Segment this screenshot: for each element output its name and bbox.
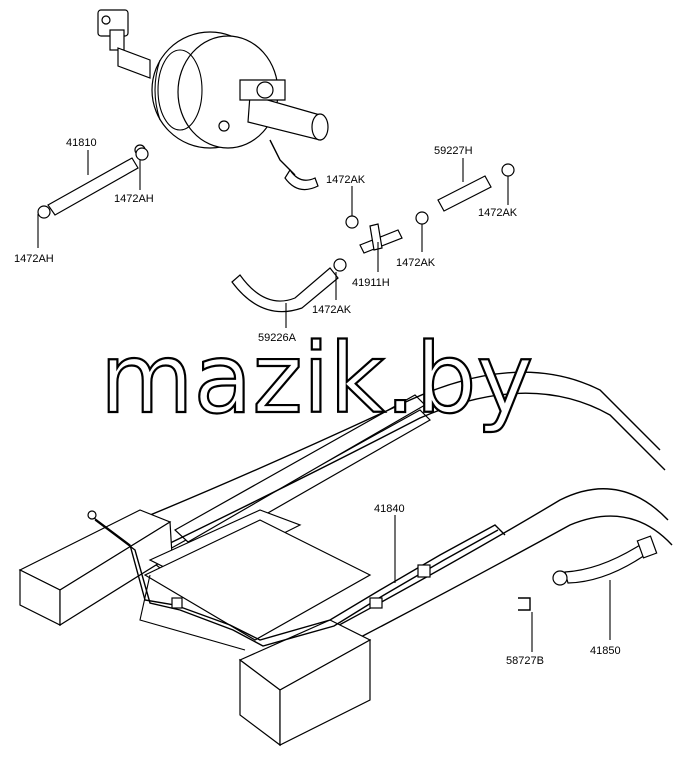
label-41810: 41810 xyxy=(66,137,97,149)
label-59227h: 59227H xyxy=(434,145,473,157)
part-labels: 41810 1472AH 1472AH 59227H 1472AK 1472AK… xyxy=(14,137,621,667)
label-58727b: 58727B xyxy=(506,655,544,667)
hose-59227h xyxy=(415,163,515,225)
label-1472ak-right: 1472AK xyxy=(478,207,518,219)
brake-booster xyxy=(97,9,329,191)
label-1472ak-middle: 1472AK xyxy=(396,257,436,269)
vacuum-hose-41810 xyxy=(37,147,149,219)
label-41911h: 41911H xyxy=(352,277,390,289)
watermark: mazik.by xyxy=(100,323,533,435)
label-1472ah-upper: 1472AH xyxy=(114,193,154,205)
tee-fitting-41911h xyxy=(345,215,403,254)
chassis-frame xyxy=(18,371,673,747)
label-59226a: 59226A xyxy=(258,332,297,344)
label-1472ak-top: 1472AK xyxy=(326,174,366,186)
label-1472ah-lower: 1472AH xyxy=(14,253,54,265)
bent-hose-59226a xyxy=(231,258,347,313)
brake-line-41840 xyxy=(87,510,506,647)
clip-58727b xyxy=(518,597,531,611)
label-41850: 41850 xyxy=(590,645,621,657)
label-1472ak-lower: 1472AK xyxy=(312,304,352,316)
label-41840: 41840 xyxy=(374,503,405,515)
leader-lines xyxy=(37,150,611,652)
brake-hose-41850 xyxy=(552,535,658,586)
